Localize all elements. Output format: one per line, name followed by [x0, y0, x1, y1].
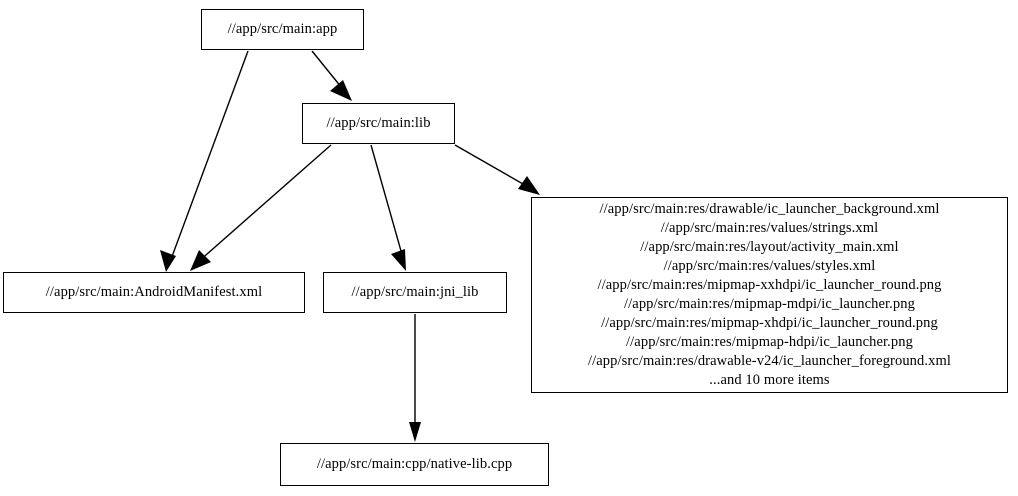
- node-native-lib-cpp-label: //app/src/main:cpp/native-lib.cpp: [316, 456, 513, 472]
- edge-lib-to-jni: [370, 144, 406, 271]
- edge-app-to-lib: [311, 50, 352, 101]
- edge-lib-to-res: [454, 144, 540, 195]
- node-lib-label: //app/src/main:lib: [326, 115, 431, 131]
- node-lib[interactable]: //app/src/main:lib: [302, 103, 455, 144]
- node-native-lib-cpp[interactable]: //app/src/main:cpp/native-lib.cpp: [280, 443, 549, 486]
- node-app-label: //app/src/main:app: [227, 21, 338, 37]
- node-android-manifest-label: //app/src/main:AndroidManifest.xml: [45, 284, 263, 300]
- node-res-group-label: //app/src/main:res/drawable/ic_launcher_…: [588, 201, 951, 388]
- edge-app-to-manifest: [160, 50, 249, 272]
- node-android-manifest[interactable]: //app/src/main:AndroidManifest.xml: [3, 272, 305, 313]
- node-jni-lib-label: //app/src/main:jni_lib: [351, 284, 479, 300]
- node-app[interactable]: //app/src/main:app: [201, 9, 364, 50]
- edge-jni-to-native: [409, 314, 421, 442]
- edge-lib-to-manifest: [190, 144, 332, 271]
- node-res-group[interactable]: //app/src/main:res/drawable/ic_launcher_…: [531, 197, 1008, 393]
- node-jni-lib[interactable]: //app/src/main:jni_lib: [323, 272, 507, 313]
